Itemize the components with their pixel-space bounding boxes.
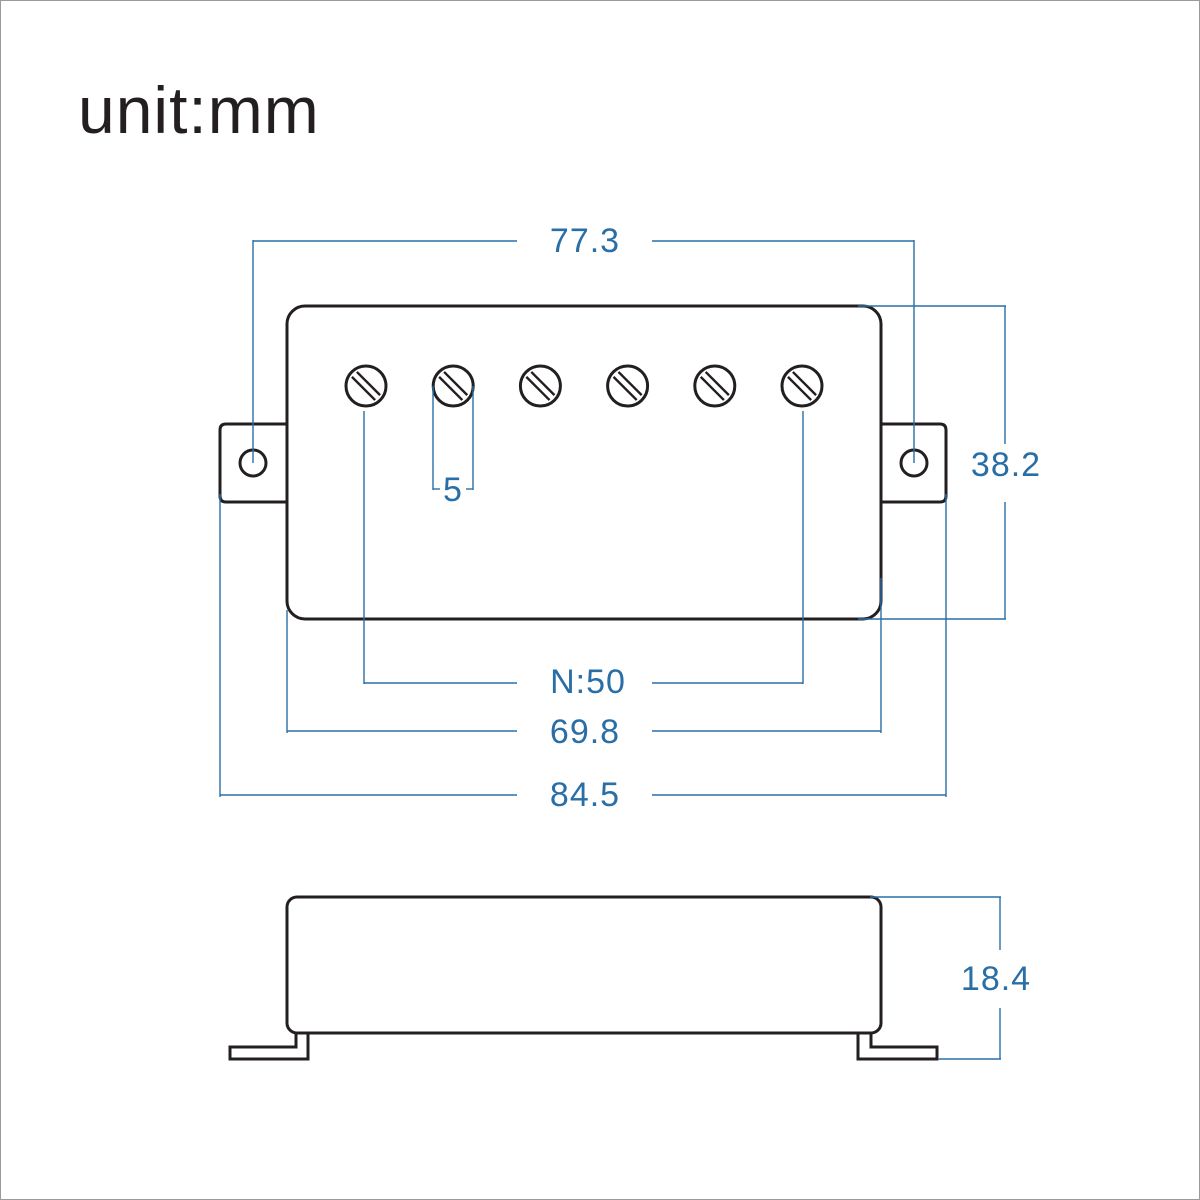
pickup-cover — [285, 304, 883, 621]
dim-5-label: 5 — [443, 471, 463, 509]
screw-head — [431, 364, 475, 408]
unit-label: unit:mm — [78, 73, 320, 147]
screw-slot-edge — [530, 371, 556, 396]
pole-piece-screw — [518, 364, 562, 408]
screw-head — [344, 364, 388, 408]
top-view — [218, 304, 948, 621]
screw-slot-edge — [617, 371, 643, 396]
screw-slot-edge — [443, 371, 469, 396]
screw-slot-edge — [612, 376, 638, 401]
screw-slot-edge — [787, 376, 812, 401]
dim-n50-label: N:50 — [550, 663, 626, 701]
screw-head — [606, 364, 650, 408]
screw-slot-edge — [525, 376, 551, 401]
pole-piece-screw — [606, 364, 650, 408]
side-view-dimensions: 18.4 — [870, 896, 1031, 1060]
side-view — [228, 895, 939, 1061]
screw-slot-edge — [704, 371, 730, 396]
dim-84-5-label: 84.5 — [550, 776, 620, 814]
pole-piece-screw — [693, 364, 737, 408]
screw-slot-edge — [351, 376, 376, 401]
screw-head — [518, 364, 562, 408]
dim-18-4-label: 18.4 — [961, 960, 1031, 998]
side-cover — [285, 895, 883, 1035]
dim-38-2-label: 38.2 — [971, 446, 1041, 484]
side-right-mounting-foot — [856, 1031, 939, 1061]
dim-77-3-label: 77.3 — [550, 222, 620, 260]
pole-piece-screw — [431, 364, 475, 408]
screw-slot-edge — [792, 371, 817, 396]
screw-slot-edge — [699, 376, 725, 401]
screw-head — [780, 364, 824, 408]
pole-piece-screw — [344, 364, 388, 408]
top-view-dimensions: 77.3 38.2 5 N:50 69.8 84.5 — [219, 222, 1041, 814]
dim-69-8-label: 69.8 — [550, 713, 620, 751]
side-left-mounting-foot — [228, 1031, 310, 1061]
screw-slot-edge — [438, 376, 464, 401]
pole-piece-screw — [780, 364, 824, 408]
screw-slot-edge — [356, 371, 381, 396]
screw-head — [693, 364, 737, 408]
